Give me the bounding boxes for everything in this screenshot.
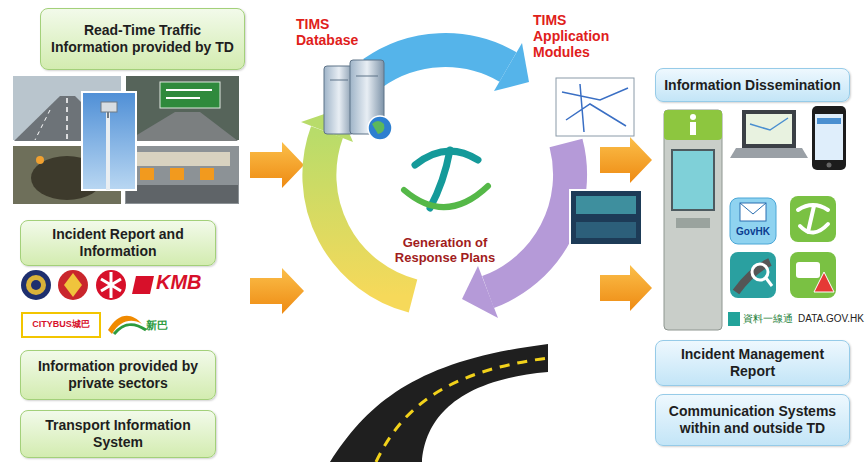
box-text: Read-Time Traffic Information provided b… bbox=[49, 22, 236, 56]
server-icon bbox=[324, 60, 392, 140]
box-text: Incident Report and Information bbox=[29, 226, 207, 260]
source-box: Read-Time Traffic Information provided b… bbox=[40, 8, 245, 70]
application-screens bbox=[556, 78, 642, 245]
source-box: Information provided by private sectors bbox=[20, 350, 216, 400]
source-box: Transport Information System bbox=[20, 410, 216, 458]
output-box: Communication Systems within and outside… bbox=[655, 394, 850, 446]
box-text: Communication Systems within and outside… bbox=[664, 403, 841, 437]
logo-text: 資料一線通 bbox=[743, 313, 799, 325]
road-picture bbox=[330, 344, 548, 462]
logo-text: KMB bbox=[156, 271, 216, 294]
component-label: TIMS Application Modules bbox=[533, 12, 619, 60]
agency-logos bbox=[21, 270, 154, 337]
box-text: Information Dissemination bbox=[664, 77, 841, 94]
traffic-photos bbox=[12, 75, 240, 205]
dissemination-devices bbox=[664, 106, 846, 330]
box-text: Information provided by private sectors bbox=[29, 358, 207, 392]
process-cycle bbox=[301, 43, 570, 318]
source-box: Incident Report and Information bbox=[20, 220, 216, 266]
component-label: TIMS Database bbox=[296, 16, 376, 48]
icon-text: GovHK bbox=[730, 226, 776, 238]
box-text: Incident Management Report bbox=[664, 346, 841, 380]
td-logo bbox=[404, 150, 488, 208]
logo-text: 新巴 bbox=[146, 319, 186, 332]
app-icons bbox=[728, 196, 836, 326]
logo-text: DATA.GOV.HK bbox=[798, 313, 862, 325]
logo-text: CITYBUS城巴 bbox=[23, 319, 99, 329]
process-label: Generation of Response Plans bbox=[375, 236, 515, 266]
output-box: Incident Management Report bbox=[655, 340, 850, 386]
box-text: Transport Information System bbox=[29, 417, 207, 451]
output-box: Information Dissemination bbox=[655, 68, 850, 102]
